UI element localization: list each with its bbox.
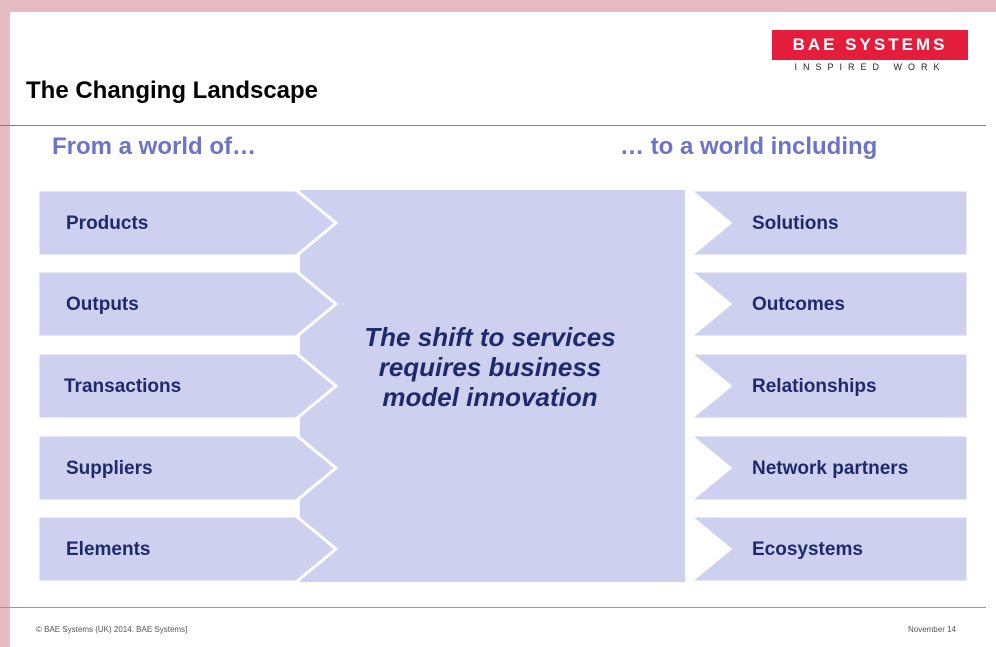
footer-copyright: © BAE Systems (UK) 2014. BAE Systems] (36, 625, 188, 634)
right-item-label: Outcomes (752, 294, 845, 315)
center-statement: The shift to services requires business … (364, 322, 616, 412)
left-chevron-box (36, 433, 339, 503)
right-item-label: Network partners (752, 458, 909, 479)
center-panel (300, 190, 685, 582)
diagram-shapes (36, 188, 970, 584)
right-heading: … to a world including (620, 133, 878, 160)
left-chevron-box (36, 269, 339, 339)
right-item-label: Solutions (752, 213, 839, 234)
slide-title: The Changing Landscape (26, 77, 319, 104)
left-chevron-box (36, 514, 339, 584)
left-item-label: Elements (66, 539, 151, 560)
left-item-label: Transactions (64, 376, 182, 397)
left-chevron-box (36, 188, 339, 258)
left-item-label: Outputs (66, 294, 139, 315)
left-item-label: Suppliers (66, 458, 153, 479)
left-chevron-box (36, 351, 339, 421)
right-item-label: Ecosystems (752, 539, 863, 560)
right-chevron-box (685, 433, 970, 503)
footer-date: November 14 (907, 625, 956, 634)
left-heading: From a world of… (52, 133, 256, 160)
title-divider (0, 125, 986, 126)
right-chevron-box (685, 188, 970, 258)
right-chevron-box (685, 269, 970, 339)
logo-brand: BAE SYSTEMS (772, 30, 968, 60)
right-chevron-box (685, 351, 970, 421)
footer-divider (0, 607, 986, 608)
bae-systems-logo: BAE SYSTEMS INSPIRED WORK (762, 22, 968, 72)
left-item-label: Products (66, 213, 149, 234)
right-item-label: Relationships (752, 376, 877, 397)
right-chevron-box (685, 514, 970, 584)
logo-tagline: INSPIRED WORK (794, 62, 946, 72)
